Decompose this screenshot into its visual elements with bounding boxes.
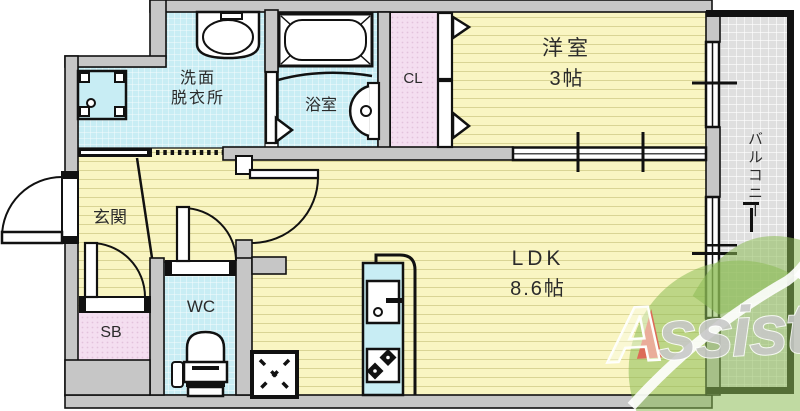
wall-door-post [235, 239, 253, 261]
western-room-size: 3帖 [549, 68, 585, 90]
ldk-label: LDK 8.6帖 [458, 243, 618, 305]
western-room-floor [452, 12, 706, 147]
logo-swoosh [627, 242, 800, 410]
vanity-sink [195, 10, 261, 60]
western-room-label: 洋室 3帖 [507, 33, 627, 95]
floor-hatch [250, 350, 299, 399]
wall-partition-band [222, 146, 514, 161]
balcony-marks [743, 202, 759, 232]
wall-below-sb [64, 359, 151, 396]
western-room-name: 洋室 [542, 37, 592, 60]
wall-top [149, 0, 713, 13]
wall-wc-right [235, 257, 253, 396]
entrance-step-line [135, 157, 154, 259]
ldk-size: 8.6帖 [510, 278, 566, 300]
wall-washroom-bath [264, 9, 279, 73]
closet-label: CL [403, 70, 423, 87]
kitchen-stove [365, 347, 401, 384]
kitchen [361, 253, 417, 397]
wall-bottom [64, 394, 713, 409]
toilet [171, 330, 229, 398]
bathroom-label: 浴室 [304, 97, 337, 114]
ldk-name: LDK [511, 247, 565, 270]
assist-logo: A ssist [602, 236, 800, 411]
washroom-label-line1: 洗面 [179, 70, 216, 87]
logo-rest: ssist [656, 289, 800, 375]
bathtub [277, 12, 374, 82]
logo-circle [628, 260, 800, 411]
logo-leaf [692, 236, 800, 315]
shoebox-label: SB [100, 324, 122, 341]
wall-wc-left [149, 257, 165, 396]
ldk-door [235, 155, 320, 244]
wall-window-mid [705, 126, 721, 198]
kitchen-counter [374, 253, 417, 395]
wall-notch [64, 55, 167, 68]
washroom-label: 洗面 脱衣所 [148, 69, 248, 109]
bathroom-handle [348, 81, 381, 141]
washroom-sliding-door [78, 148, 223, 157]
closet-doors [436, 11, 472, 149]
logo-initial: A [603, 288, 666, 379]
sb-door [79, 241, 151, 313]
balcony-label: バルコニー [746, 131, 763, 221]
washroom-label-line2: 脱衣所 [170, 90, 225, 107]
washing-machine-pan [76, 69, 128, 121]
wc-label: WC [186, 297, 216, 316]
shoebox-floor [78, 312, 150, 362]
wc-door [165, 205, 237, 276]
bathroom-door [264, 70, 295, 145]
wall-stub [251, 256, 287, 275]
wall-nw-corner [149, 0, 167, 59]
entrance-label: 玄関 [93, 208, 127, 227]
entry-door [0, 171, 79, 245]
logo-red-triangle [636, 309, 662, 359]
